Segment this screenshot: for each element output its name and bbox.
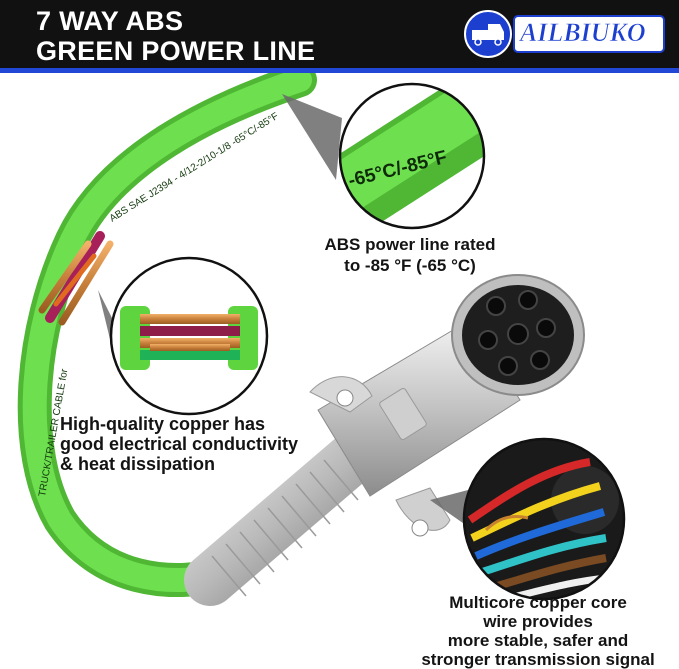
page-title: 7 WAY ABS GREEN POWER LINE [36, 6, 315, 66]
brand-logo [464, 10, 665, 58]
temperature-caption: ABS power line rated to -85 °F (-65 °C) [300, 234, 520, 276]
multicore-caption-line-3: more stable, safer and [447, 631, 629, 650]
header-band: 7 WAY ABS GREEN POWER LINE AILBIUKO [0, 0, 679, 73]
green-cable-highlight [22, 68, 312, 593]
copper-caption-line-3: & heat dissipation [60, 454, 216, 474]
multicore-caption-line-1: Multicore copper core [449, 593, 627, 612]
exposed-wires [38, 231, 114, 326]
temperature-caption-line-1: ABS power line rated [324, 235, 496, 254]
copper-zoom-circle [109, 256, 269, 416]
copper-caption-line-2: good electrical conductivity [60, 434, 299, 454]
plug-socket-face [451, 274, 585, 396]
multicore-callout-pointer [430, 490, 470, 528]
multicore-caption-line-2: wire provides [483, 612, 593, 631]
copper-caption-line-1: High-quality copper has [60, 414, 266, 434]
temp-callout-pointer [282, 94, 342, 180]
temperature-zoom-circle: -65°C/-85°F [338, 82, 486, 230]
title-line-2: GREEN POWER LINE [36, 36, 316, 66]
multicore-caption: Multicore copper core wire provides more… [398, 593, 678, 669]
title-line-1: 7 WAY ABS [36, 6, 184, 36]
multicore-caption-line-4: stronger transmission signal [421, 650, 655, 669]
brand-name: AILBIUKO [520, 18, 646, 48]
temperature-caption-line-2: to -85 °F (-65 °C) [344, 256, 476, 275]
copper-caption: High-quality copper has good electrical … [60, 414, 350, 474]
spring-guard [184, 434, 376, 606]
multicore-zoom-circle [462, 437, 626, 601]
